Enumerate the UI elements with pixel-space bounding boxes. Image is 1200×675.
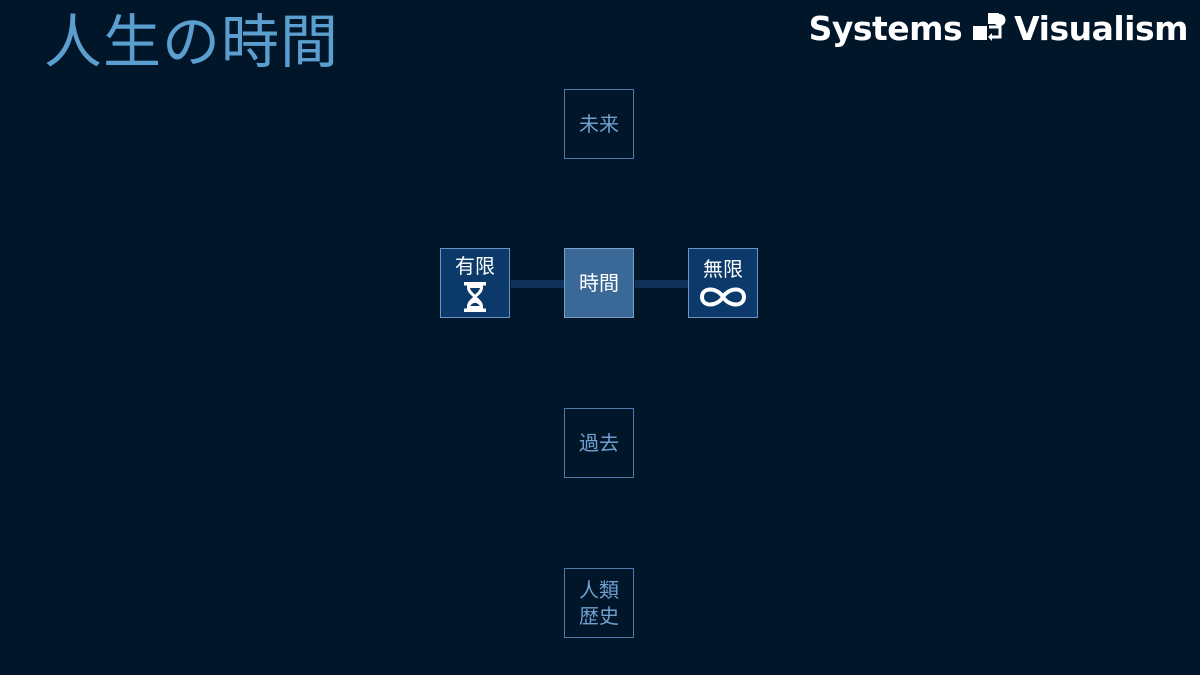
systems-visualism-logo-icon xyxy=(973,13,1006,41)
node-human-history: 人類 歴史 xyxy=(564,568,634,638)
node-infinite-label: 無限 xyxy=(703,257,743,281)
hourglass-icon xyxy=(464,282,486,312)
node-time: 時間 xyxy=(564,248,634,318)
node-human-history-label-line1: 人類 xyxy=(579,578,619,602)
connector-time-infinite xyxy=(635,280,689,288)
node-future-label: 未来 xyxy=(579,112,619,136)
brand-logo: Systems Visualism xyxy=(808,6,1189,50)
node-time-label: 時間 xyxy=(579,271,619,295)
node-finite: 有限 xyxy=(440,248,510,318)
node-past-label: 過去 xyxy=(579,431,619,455)
node-future: 未来 xyxy=(564,89,634,159)
node-finite-label: 有限 xyxy=(455,254,495,278)
node-infinite: 無限 xyxy=(688,248,758,318)
brand-name-right: Visualism xyxy=(1014,8,1188,48)
node-human-history-label-line2: 歴史 xyxy=(579,604,619,628)
brand-name-left: Systems xyxy=(808,8,963,48)
page-title: 人生の時間 xyxy=(44,8,340,76)
node-past: 過去 xyxy=(564,408,634,478)
connector-finite-time xyxy=(511,280,565,288)
infinity-icon xyxy=(700,287,746,307)
